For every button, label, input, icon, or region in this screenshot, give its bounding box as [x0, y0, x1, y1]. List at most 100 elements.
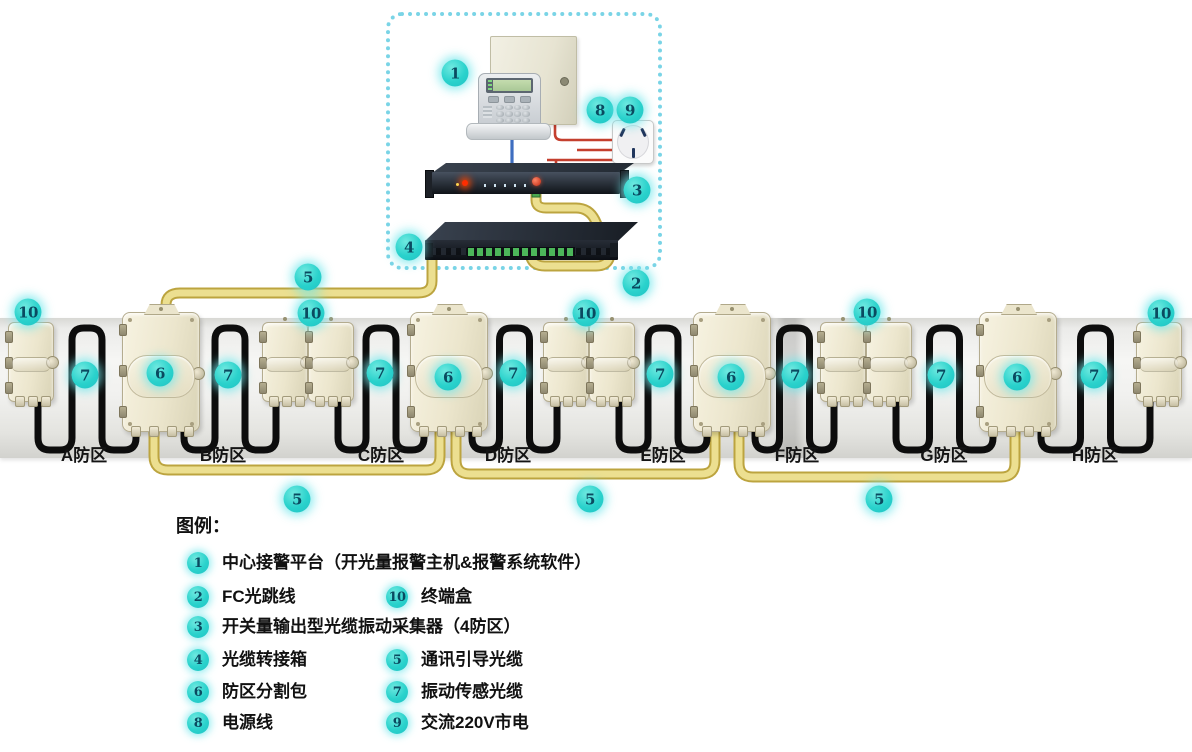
legend-row: 4 光缆转接箱 5 通讯引导光缆 — [187, 648, 523, 672]
legend-row: 8 电源线 9 交流220V市电 — [187, 711, 529, 735]
callout-badge-6: 6 — [434, 363, 462, 391]
keypad-function-buttons — [488, 96, 531, 103]
terminal-box — [863, 317, 917, 407]
zone-label-e: E防区 — [640, 446, 686, 465]
legend-badge: 2 — [187, 586, 209, 608]
callout-badge-7: 7 — [646, 360, 674, 388]
legend: 图例： 1 中心接警平台（开光量报警主机&报警系统软件） 2 FC光跳线 10 … — [176, 510, 816, 750]
legend-badge: 9 — [386, 712, 408, 734]
legend-badge: 1 — [187, 552, 209, 574]
sensing-cable-wave — [1037, 324, 1154, 454]
callout-badge-7: 7 — [781, 361, 809, 389]
legend-text: 光缆转接箱 — [222, 649, 307, 669]
sensing-cable-wave — [892, 324, 997, 454]
patch-box-end-block — [425, 243, 433, 257]
cabinet-lock-icon — [560, 77, 569, 86]
callout-badge-3: 3 — [623, 176, 651, 204]
callout-badge-10: 10 — [1147, 299, 1175, 327]
zone-label-h: H防区 — [1071, 446, 1119, 465]
callout-badge-2: 2 — [622, 269, 650, 297]
terminal-box — [259, 317, 313, 407]
zone-label-b: B防区 — [199, 446, 247, 465]
keypad-number-buttons — [496, 105, 530, 123]
sensing-cable-wave — [468, 324, 561, 454]
legend-text: 防区分割包 — [222, 681, 307, 701]
zone-label-a: A防区 — [60, 446, 108, 465]
callout-badge-6: 6 — [146, 359, 174, 387]
guide-cable-zone-b2-b3 — [450, 422, 721, 480]
legend-badge: 4 — [187, 649, 209, 671]
zone-label-g: G防区 — [920, 446, 968, 465]
keypad-speaker-grille — [483, 106, 492, 118]
legend-text: 开关量输出型光缆振动采集器（4防区） — [222, 616, 521, 636]
callout-badge-10: 10 — [572, 299, 600, 327]
zone-splitter-box — [976, 304, 1062, 437]
sensing-cable-wave — [34, 324, 140, 454]
vibration-collector-unit — [425, 160, 637, 202]
guide-cable-zone-b1-b2 — [148, 422, 446, 476]
fiber-patch-box — [423, 212, 643, 264]
zone-label-c: C防区 — [357, 446, 405, 465]
terminal-box — [305, 317, 359, 407]
callout-badge-7: 7 — [1080, 361, 1108, 389]
callout-badge-6: 6 — [1003, 363, 1031, 391]
legend-badge: 7 — [386, 681, 408, 703]
patch-box-end-block — [610, 243, 618, 257]
zone-label-d: D防区 — [484, 446, 532, 465]
collector-front-panel — [432, 172, 620, 194]
callout-badge-5: 5 — [283, 485, 311, 513]
zone-label-f: F防区 — [774, 446, 820, 465]
control-room-outline — [386, 12, 662, 270]
legend-badge: 3 — [187, 616, 209, 638]
patch-box-fc-adapters — [467, 247, 575, 257]
guide-cable-zone-b3-b4 — [733, 422, 1021, 483]
callout-badge-7: 7 — [499, 359, 527, 387]
terminal-box — [5, 317, 59, 407]
legend-row: 2 FC光跳线 10 终端盒 — [187, 585, 472, 609]
legend-title: 图例： — [176, 516, 230, 536]
guide-cable-control-to-wall — [160, 244, 438, 326]
callout-badge-9: 9 — [616, 96, 644, 124]
keypad-lcd-screen — [493, 80, 531, 91]
terminal-box — [817, 317, 871, 407]
alarm-keypad — [478, 73, 541, 127]
callout-badge-10: 10 — [14, 298, 42, 326]
zone-indicator-lights — [484, 184, 530, 187]
legend-badge: 10 — [386, 586, 408, 608]
outlet-slot — [631, 148, 635, 158]
legend-row: 1 中心接警平台（开光量报警主机&报警系统软件） — [187, 551, 591, 575]
legend-text: 振动传感光缆 — [421, 681, 523, 701]
legend-row: 3 开关量输出型光缆振动采集器（4防区） — [187, 615, 520, 639]
legend-text: FC光跳线 — [222, 586, 296, 606]
legend-row: 6 防区分割包 7 振动传感光缆 — [187, 680, 523, 704]
callout-badge-10: 10 — [297, 299, 325, 327]
keypad-stand — [466, 123, 551, 140]
legend-badge: 6 — [187, 681, 209, 703]
sensing-cable-wave — [334, 324, 428, 454]
legend-badge: 8 — [187, 712, 209, 734]
sensing-cable-wave — [180, 324, 280, 454]
callout-badge-7: 7 — [71, 361, 99, 389]
terminal-box — [586, 317, 640, 407]
legend-text: 电源线 — [222, 712, 273, 732]
callout-badge-5: 5 — [294, 263, 322, 291]
callout-badge-7: 7 — [366, 359, 394, 387]
front-knob — [532, 177, 541, 186]
callout-badge-1: 1 — [441, 59, 469, 87]
callout-badge-5: 5 — [865, 485, 893, 513]
callout-badge-7: 7 — [214, 361, 242, 389]
sensing-cable-wave — [615, 324, 711, 454]
power-outlet — [612, 120, 654, 164]
legend-text: 终端盒 — [421, 586, 472, 606]
legend-text: 交流220V市电 — [421, 712, 529, 732]
legend-badge: 5 — [386, 649, 408, 671]
callout-badge-5: 5 — [576, 485, 604, 513]
callout-badge-4: 4 — [395, 233, 423, 261]
callout-badge-10: 10 — [853, 298, 881, 326]
power-led — [462, 180, 468, 186]
collector-top-face — [432, 163, 634, 173]
power-cord-cabinet — [553, 122, 613, 142]
sensing-cable-wave — [751, 324, 838, 454]
